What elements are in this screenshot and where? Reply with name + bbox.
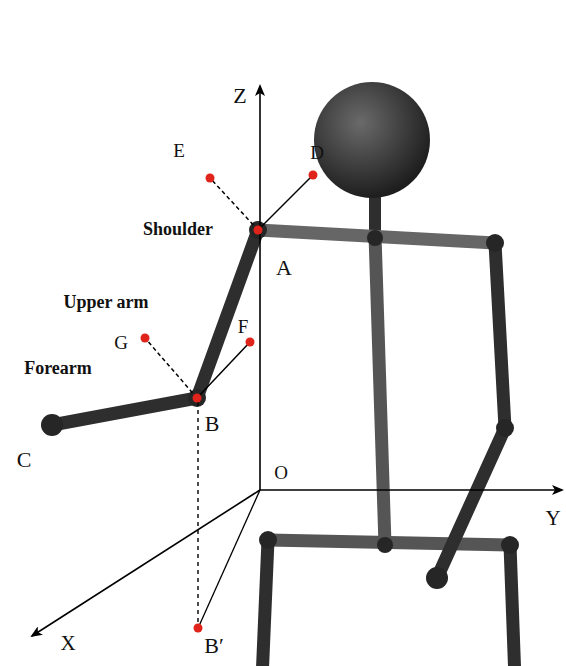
point-label: D <box>310 143 324 162</box>
point-label: A <box>276 257 292 279</box>
axis-label: Z <box>233 85 246 107</box>
part-name: Shoulder <box>143 220 213 238</box>
axis-label: Y <box>545 508 560 529</box>
point-label: F <box>238 317 249 336</box>
part-name: Upper arm <box>63 293 148 311</box>
point-label: G <box>114 333 128 352</box>
point-label: C <box>17 449 32 471</box>
point-label: E <box>173 141 185 160</box>
part-name: Forearm <box>24 359 92 377</box>
axis-label: O <box>274 463 288 482</box>
point-label: B′ <box>204 635 224 657</box>
axis-label: X <box>60 633 75 654</box>
point-label: B <box>205 413 220 435</box>
